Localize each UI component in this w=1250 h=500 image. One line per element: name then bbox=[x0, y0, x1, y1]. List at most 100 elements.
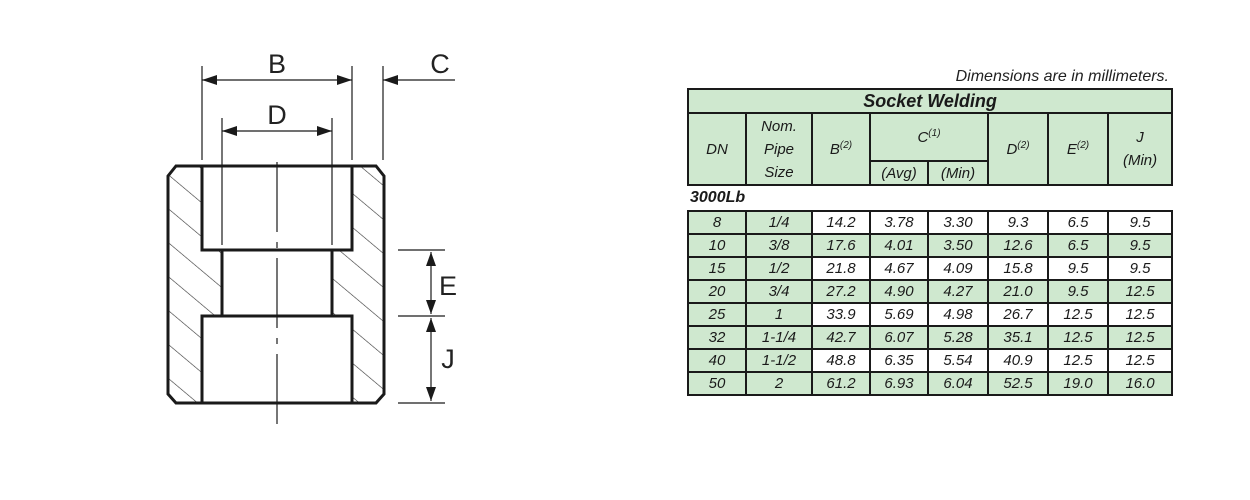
cell-b: 61.2 bbox=[811, 371, 871, 396]
cell-dn: 20 bbox=[687, 279, 747, 304]
coupling-section-svg: B C D E J bbox=[166, 49, 457, 426]
cell-d: 26.7 bbox=[987, 302, 1049, 327]
cell-c-avg: 4.01 bbox=[869, 233, 929, 258]
cell-c-min: 3.30 bbox=[927, 210, 989, 235]
header-e: E(2) bbox=[1047, 112, 1109, 186]
cell-j: 9.5 bbox=[1106, 233, 1174, 258]
header-nps-line3: Size bbox=[764, 163, 794, 181]
coupling-outline bbox=[166, 164, 386, 405]
cell-nps: 1-1/4 bbox=[745, 325, 813, 350]
header-j-label: J bbox=[1136, 129, 1144, 146]
spec-panel: Dimensions are in millimeters. Socket We… bbox=[686, 66, 1174, 396]
cell-j: 12.5 bbox=[1106, 325, 1174, 350]
cell-c-avg: 4.90 bbox=[869, 279, 929, 304]
cell-nps: 2 bbox=[745, 371, 813, 396]
cell-d: 15.8 bbox=[987, 256, 1049, 281]
header-c-min: (Min) bbox=[927, 160, 989, 186]
cell-dn: 8 bbox=[687, 210, 747, 235]
header-c-label: C bbox=[917, 129, 929, 146]
cell-c-avg: 6.93 bbox=[869, 371, 929, 396]
cell-dn: 10 bbox=[687, 233, 747, 258]
cell-d: 52.5 bbox=[987, 371, 1049, 396]
cell-b: 33.9 bbox=[811, 302, 871, 327]
cell-b: 21.8 bbox=[811, 256, 871, 281]
header-c: C(1) bbox=[869, 112, 989, 162]
units-note: Dimensions are in millimeters. bbox=[955, 68, 1169, 85]
cell-j: 12.5 bbox=[1106, 348, 1174, 373]
cell-nps: 1 bbox=[745, 302, 813, 327]
cell-c-min: 5.54 bbox=[927, 348, 989, 373]
cell-d: 12.6 bbox=[987, 233, 1049, 258]
cell-b: 17.6 bbox=[811, 233, 871, 258]
cell-j: 9.5 bbox=[1106, 256, 1174, 281]
cell-c-avg: 6.07 bbox=[869, 325, 929, 350]
cell-nps: 1/4 bbox=[745, 210, 813, 235]
cell-c-min: 4.27 bbox=[927, 279, 989, 304]
cell-d: 40.9 bbox=[987, 348, 1049, 373]
cell-d: 9.3 bbox=[987, 210, 1049, 235]
cell-dn: 15 bbox=[687, 256, 747, 281]
header-j-min: (Min) bbox=[1122, 152, 1158, 169]
header-d-label: D bbox=[1006, 141, 1018, 158]
cell-b: 48.8 bbox=[811, 348, 871, 373]
pressure-class-label: 3000Lb bbox=[690, 189, 746, 206]
cell-c-avg: 5.69 bbox=[869, 302, 929, 327]
label-j: J bbox=[441, 344, 455, 374]
label-d: D bbox=[267, 100, 287, 130]
cell-e: 19.0 bbox=[1047, 371, 1109, 396]
cell-j: 16.0 bbox=[1106, 371, 1174, 396]
cell-e: 6.5 bbox=[1047, 233, 1109, 258]
cell-c-avg: 3.78 bbox=[869, 210, 929, 235]
header-e-note: (2) bbox=[1076, 140, 1090, 151]
cell-e: 9.5 bbox=[1047, 279, 1109, 304]
header-nps-line1: Nom. bbox=[761, 117, 797, 135]
cell-nps: 1/2 bbox=[745, 256, 813, 281]
cell-j: 9.5 bbox=[1106, 210, 1174, 235]
header-e-label: E bbox=[1066, 141, 1077, 158]
cell-nps: 1-1/2 bbox=[745, 348, 813, 373]
label-e: E bbox=[439, 271, 457, 301]
header-b-label: B bbox=[829, 141, 840, 158]
cell-d: 35.1 bbox=[987, 325, 1049, 350]
header-b-note: (2) bbox=[839, 140, 853, 151]
header-nps: Nom. Pipe Size bbox=[745, 112, 813, 186]
cell-dn: 25 bbox=[687, 302, 747, 327]
header-dn: DN bbox=[687, 112, 747, 186]
cell-nps: 3/8 bbox=[745, 233, 813, 258]
header-d: D(2) bbox=[987, 112, 1049, 186]
cell-c-min: 5.28 bbox=[927, 325, 989, 350]
table-header: Socket Welding DN Nom. Pipe Size B(2) C(… bbox=[686, 88, 1174, 186]
dimension-table: Socket Welding DN Nom. Pipe Size B(2) C(… bbox=[686, 88, 1174, 396]
cell-nps: 3/4 bbox=[745, 279, 813, 304]
cell-b: 14.2 bbox=[811, 210, 871, 235]
cell-e: 6.5 bbox=[1047, 210, 1109, 235]
cell-c-avg: 6.35 bbox=[869, 348, 929, 373]
cell-j: 12.5 bbox=[1106, 279, 1174, 304]
cell-d: 21.0 bbox=[987, 279, 1049, 304]
header-d-note: (2) bbox=[1017, 140, 1030, 151]
cell-c-avg: 4.67 bbox=[869, 256, 929, 281]
cell-dn: 40 bbox=[687, 348, 747, 373]
label-b: B bbox=[268, 49, 286, 79]
cell-c-min: 3.50 bbox=[927, 233, 989, 258]
cell-e: 12.5 bbox=[1047, 302, 1109, 327]
dimension-arrows bbox=[202, 75, 436, 401]
header-c-note: (1) bbox=[928, 128, 941, 139]
header-c-avg: (Avg) bbox=[869, 160, 929, 186]
cell-b: 27.2 bbox=[811, 279, 871, 304]
table-title: Socket Welding bbox=[686, 88, 1174, 114]
cell-dn: 50 bbox=[687, 371, 747, 396]
cell-j: 12.5 bbox=[1106, 302, 1174, 327]
label-c: C bbox=[430, 49, 450, 79]
cell-c-min: 4.98 bbox=[927, 302, 989, 327]
cell-e: 9.5 bbox=[1047, 256, 1109, 281]
